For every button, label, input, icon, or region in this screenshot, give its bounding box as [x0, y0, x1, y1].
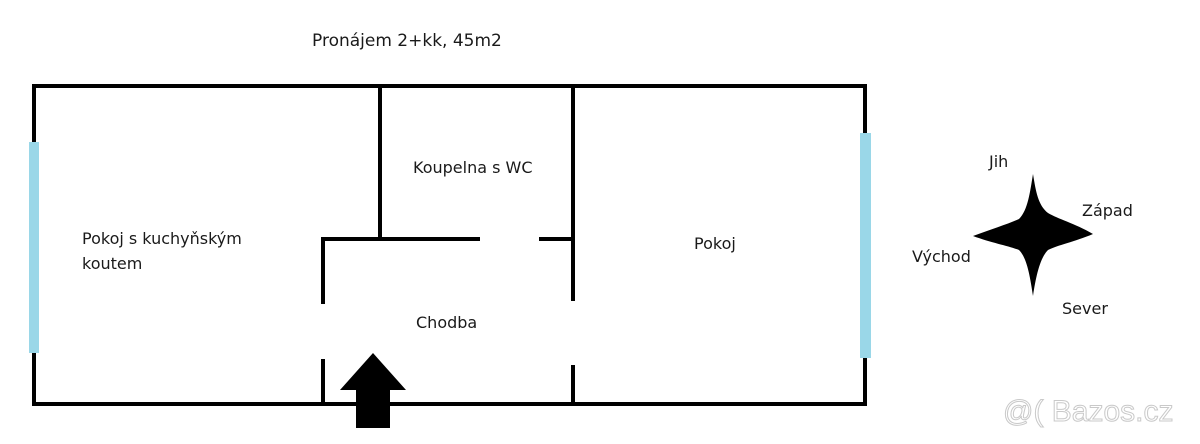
window-left [29, 142, 39, 353]
compass-label-bottom: Sever [1062, 299, 1108, 318]
room-label-living-kitchen-line2: koutem [82, 254, 143, 273]
four-point-star-compass-icon [973, 174, 1093, 296]
room-label-bathroom: Koupelna s WC [413, 158, 533, 177]
room-label-living-kitchen: Pokoj s kuchyňským koutem [82, 228, 242, 275]
room-label-hallway: Chodba [416, 313, 478, 332]
room-label-room: Pokoj [694, 234, 736, 253]
compass-label-top: Jih [989, 152, 1009, 171]
compass-label-right: Západ [1082, 201, 1133, 220]
entrance-arrow-up-icon [340, 353, 406, 428]
room-label-living-kitchen-line1: Pokoj s kuchyňským [82, 229, 242, 248]
compass-label-left: Východ [912, 247, 971, 266]
page-title: Pronájem 2+kk, 45m2 [312, 31, 502, 51]
watermark: @( Bazos.cz [1003, 395, 1174, 429]
walls [32, 84, 867, 406]
window-right [860, 133, 871, 358]
